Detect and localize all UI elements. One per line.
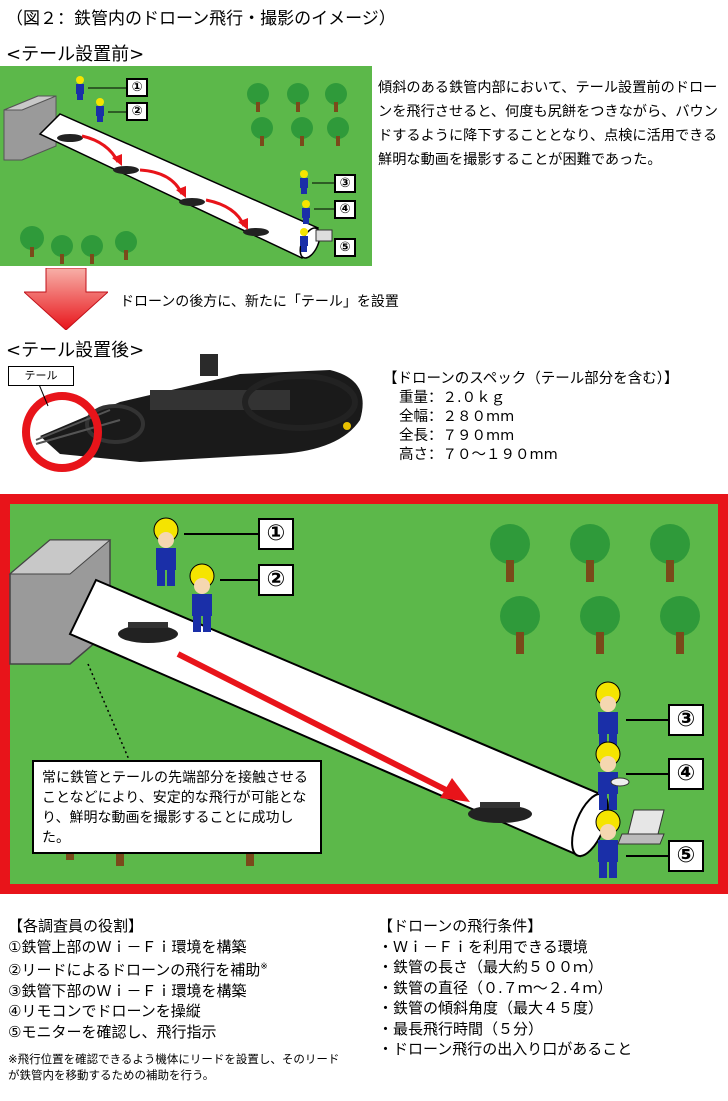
drone-specs: 【ドローンのスペック（テール部分を含む）】 重量：２.０ｋｇ 全幅：２８０mm … — [383, 370, 679, 465]
marker-2: ② — [258, 564, 294, 596]
marker-5: ⑤ — [668, 840, 704, 872]
note-mark: ※ — [260, 962, 268, 972]
condition-4: ・鉄管の傾斜角度（最大４５度） — [378, 999, 604, 1017]
condition-6: ・ドローン飛行の出入り口があること — [378, 1040, 633, 1058]
conditions-list: 【ドローンの飛行条件】 ・Ｗｉ－Ｆｉを利用できる環境 ・鉄管の長さ（最大約５００… — [378, 916, 632, 1060]
flight-path-arrow — [176, 651, 452, 795]
laptop-icon — [315, 229, 333, 242]
before-scene — [0, 66, 372, 266]
marker-3-small: ③ — [334, 174, 356, 193]
worker-5-main — [595, 809, 621, 878]
role-2-text: ②リードによるドローンの飛行を補助 — [8, 961, 261, 979]
condition-3: ・鉄管の直径（０.７ｍ～２.４ｍ） — [378, 978, 613, 997]
marker-4-small: ④ — [334, 200, 356, 219]
condition-2: ・鉄管の長さ（最大約５００ｍ） — [378, 958, 604, 976]
conditions-heading: 【ドローンの飛行条件】 — [378, 917, 543, 935]
down-arrow-icon — [24, 268, 108, 330]
drone-start — [118, 622, 178, 643]
trees-main — [66, 524, 700, 866]
drone-positions — [57, 134, 269, 236]
roles-heading: 【各調査員の役割】 — [8, 917, 144, 935]
marker-1-small: ① — [126, 78, 148, 97]
condition-1: ・Ｗｉ－Ｆｉを利用できる環境 — [378, 937, 588, 956]
marker-5-small: ⑤ — [334, 238, 356, 257]
spec-weight: 重量：２.０ｋｇ — [399, 390, 506, 406]
roles-note: ※飛行位置を確認できるよう機体にリードを設置し、そのリードが鉄管内を移動するため… — [8, 1052, 340, 1082]
trees — [20, 83, 349, 264]
roles-list: 【各調査員の役割】 ①鉄管上部のＷｉ－Ｆｉ環境を構築 ②リードによるドローンの飛… — [8, 916, 268, 1042]
role-5: ⑤モニターを確認し、飛行指示 — [8, 1022, 217, 1041]
drone-image — [35, 354, 363, 462]
worker-2 — [96, 98, 104, 122]
spec-width: 全幅：２８０mm — [399, 409, 515, 425]
laptop-icon-main — [617, 809, 665, 845]
drone-photo — [22, 354, 363, 472]
before-heading: <テール設置前> — [6, 44, 145, 65]
role-3: ③鉄管下部のＷｉ－Ｆｉ環境を構築 — [8, 981, 247, 1000]
worker-3-main — [595, 681, 621, 750]
role-2: ②リードによるドローンの飛行を補助※ — [8, 957, 268, 981]
figure-title: （図２：鉄管内のドローン飛行・撮影のイメージ） — [6, 9, 396, 29]
worker-4-main — [595, 741, 621, 810]
drone-end — [468, 802, 532, 823]
remote-controller-icon — [610, 777, 630, 787]
worker-2-main — [189, 563, 215, 632]
spec-height: 高さ：７０～１９０mm — [399, 447, 558, 463]
role-4: ④リモコンでドローンを操縦 — [8, 1002, 201, 1020]
marker-3: ③ — [668, 704, 704, 736]
tail-label: テール — [8, 366, 74, 386]
role-1: ①鉄管上部のＷｉ－Ｆｉ環境を構築 — [8, 937, 247, 956]
tail-highlight-circle — [22, 392, 102, 472]
result-callout: 常に鉄管とテールの先端部分を接触させることなどにより、安定的な飛行が可能となり、… — [32, 760, 322, 854]
worker-1-main — [153, 517, 179, 586]
condition-5: ・最長飛行時間（５分） — [378, 1019, 544, 1038]
arrow-caption: ドローンの後方に、新たに「テール」を設置 — [120, 294, 399, 310]
marker-1: ① — [258, 518, 294, 550]
marker-4: ④ — [668, 758, 704, 790]
worker-1 — [76, 76, 84, 100]
worker-5 — [300, 228, 308, 252]
main-scene — [0, 494, 728, 894]
worker-3 — [300, 170, 308, 194]
after-heading: <テール設置後> — [6, 340, 145, 361]
spec-length: 全長：７９０mm — [399, 428, 515, 444]
worker-4 — [302, 200, 310, 224]
before-description: 傾斜のある鉄管内部において、テール設置前のドローンを飛行させると、何度も尻餅をつ… — [378, 80, 718, 168]
specs-heading: 【ドローンのスペック（テール部分を含む）】 — [383, 371, 679, 387]
marker-2-small: ② — [126, 102, 148, 121]
